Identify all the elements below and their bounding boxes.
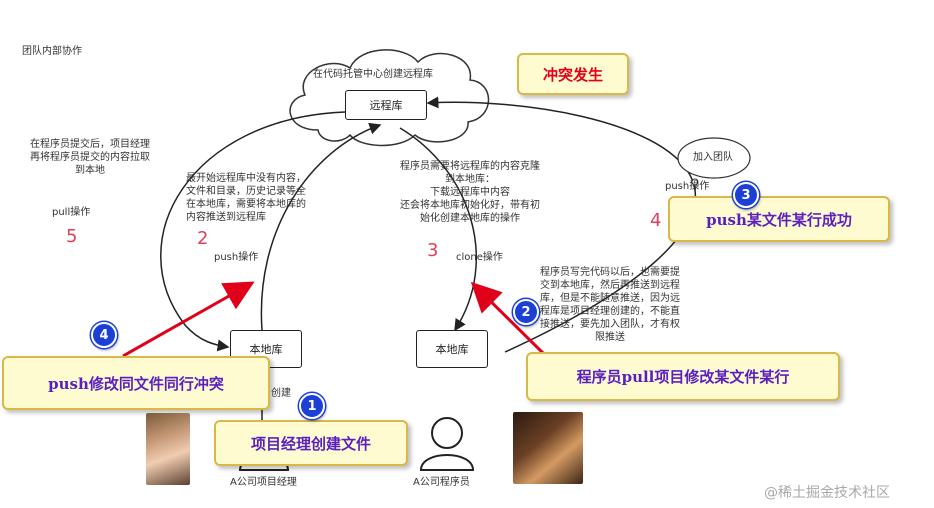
badge-1: 1 [299, 393, 325, 419]
create-label: 创建 [271, 388, 291, 399]
step4-label: push操作 [665, 181, 710, 192]
team-collab-label: 团队内部协作 [22, 46, 82, 57]
conflict-title: 冲突发生 [517, 53, 629, 95]
developer-desc: 程序员写完代码以后，也需要提 交到本地库，然后再推送到远程 库，但是不能随意推送… [540, 267, 680, 343]
cloud-label: 在代码托管中心创建远程库 [313, 69, 433, 80]
local-repo-right-box: 本地库 [416, 330, 488, 368]
callout-push-success: push某文件某行成功 [668, 196, 890, 242]
red-arrow-2 [470, 281, 547, 357]
arrow-clone [399, 127, 477, 332]
red-arrow-4 [122, 281, 255, 358]
callout-pull-modify: 程序员pull项目修改某文件某行 [526, 352, 840, 401]
badge-3: 3 [733, 182, 759, 208]
callout-push-success-text: push某文件某行成功 [706, 210, 852, 229]
developer-person-icon [419, 417, 475, 471]
step-number-4: 4 [650, 210, 662, 231]
callout-create-file-text: 项目经理创建文件 [250, 434, 371, 453]
remote-repo-box: 远程库 [345, 90, 427, 120]
step5-desc: 在程序员提交后，项目经理 再将程序员提交的内容拉取 到本地 [30, 139, 150, 176]
badge-2: 2 [513, 299, 539, 325]
join-team-bubble [677, 137, 751, 179]
watermark: @稀土掘金技术社区 [764, 485, 890, 501]
step2-label: push操作 [214, 252, 259, 263]
callout-create-file: 项目经理创建文件 [214, 420, 408, 466]
join-team-label: 加入团队 [693, 152, 733, 163]
arrow-push-right [426, 96, 697, 353]
arrow-pull [160, 111, 346, 352]
step2-desc: 最开始远程库中没有内容， 文件和目录，历史记录等全 在本地库，需要将本地库的 内… [186, 173, 306, 223]
conflict-title-text: 冲突发生 [542, 65, 603, 84]
step-number-5: 5 [66, 226, 78, 247]
manager-name: A公司项目经理 [230, 477, 297, 488]
badge-4: 4 [91, 322, 117, 348]
step3-label: clone操作 [456, 252, 503, 263]
manager-avatar [146, 413, 190, 485]
callout-push-conflict: push修改同文件同行冲突 [2, 356, 270, 410]
arrow-push-left [260, 122, 382, 331]
step-number-3: 3 [427, 240, 439, 261]
callout-push-conflict-text: push修改同文件同行冲突 [48, 374, 224, 393]
step3-desc: 程序员需要将远程库的内容克隆 到本地库： 下载远程库中内容 还会将本地库初始化好… [400, 161, 540, 224]
callout-pull-modify-text: 程序员pull项目修改某文件某行 [576, 368, 790, 386]
local-repo-right-label: 本地库 [435, 343, 469, 356]
local-repo-left-label: 本地库 [249, 343, 283, 356]
step-number-2: 2 [197, 228, 209, 249]
developer-avatar [513, 412, 583, 484]
remote-repo-label: 远程库 [369, 99, 403, 112]
developer-name: A公司程序员 [413, 477, 470, 488]
step5-label: pull操作 [52, 207, 91, 218]
